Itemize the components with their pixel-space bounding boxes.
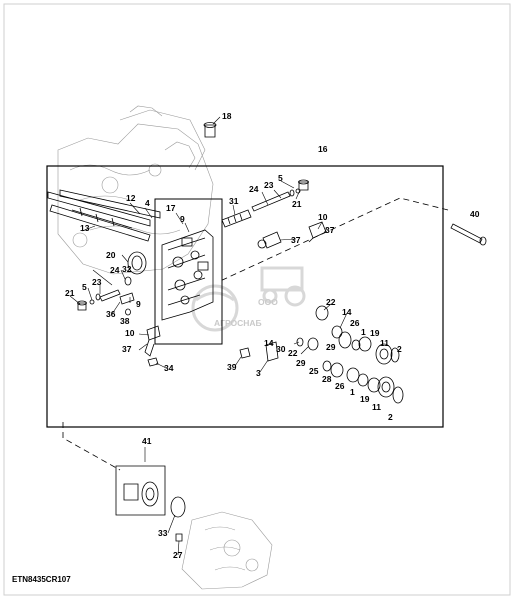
callout-2a: 2 bbox=[397, 344, 402, 354]
rod-24 bbox=[251, 191, 291, 212]
solenoid-37a bbox=[257, 231, 282, 249]
plug-21b bbox=[77, 300, 87, 311]
callout-10a: 10 bbox=[318, 212, 328, 222]
callout-23a: 23 bbox=[264, 180, 274, 190]
dash-41 bbox=[62, 422, 121, 471]
callout-20: 20 bbox=[106, 250, 116, 260]
callout-21a: 21 bbox=[292, 199, 302, 209]
pin-3 bbox=[265, 341, 279, 362]
connector-34 bbox=[147, 357, 159, 367]
transmission-housing bbox=[57, 105, 214, 275]
callout-16: 16 bbox=[318, 144, 328, 154]
callout-37b: 37 bbox=[291, 235, 301, 245]
valve-body bbox=[161, 229, 214, 321]
callout-24b: 24 bbox=[110, 265, 120, 275]
callout-26b: 26 bbox=[335, 381, 345, 391]
seal-5a bbox=[295, 188, 301, 194]
ring-38 bbox=[125, 308, 131, 316]
shaft-12 bbox=[47, 189, 161, 227]
callout-14b: 14 bbox=[264, 338, 274, 348]
ring-23b bbox=[95, 293, 101, 301]
cartridge-31 bbox=[221, 209, 252, 228]
plug-21a bbox=[298, 179, 309, 191]
callout-1b: 1 bbox=[350, 387, 355, 397]
callout-28: 28 bbox=[322, 374, 332, 384]
callout-40: 40 bbox=[470, 209, 480, 219]
callout-21b: 21 bbox=[65, 288, 75, 298]
solenoid-10a bbox=[308, 221, 327, 243]
pump-41 bbox=[115, 465, 166, 516]
assembly-box bbox=[46, 165, 444, 428]
callout-37a: 37 bbox=[325, 225, 335, 235]
callout-19b: 19 bbox=[360, 394, 370, 404]
dash-40 bbox=[217, 197, 449, 283]
callout-13: 13 bbox=[80, 223, 90, 233]
callout-27: 27 bbox=[173, 550, 183, 560]
callout-29a: 29 bbox=[296, 358, 306, 368]
callout-17: 17 bbox=[166, 203, 176, 213]
callout-12: 12 bbox=[126, 193, 136, 203]
callout-37c: 37 bbox=[122, 344, 132, 354]
callout-31: 31 bbox=[229, 196, 239, 206]
solenoid-10b bbox=[144, 325, 161, 357]
callout-4: 4 bbox=[145, 198, 150, 208]
ring-20 bbox=[127, 251, 147, 275]
callout-14a: 14 bbox=[342, 307, 352, 317]
callout-32: 32 bbox=[122, 264, 132, 274]
gear-stack bbox=[296, 305, 404, 404]
plug-39 bbox=[239, 347, 251, 359]
callout-26a: 26 bbox=[350, 318, 360, 328]
callout-36: 36 bbox=[106, 309, 116, 319]
callout-33: 33 bbox=[158, 528, 168, 538]
shaft-13 bbox=[49, 204, 151, 242]
callout-22b: 22 bbox=[288, 348, 298, 358]
bolt-40 bbox=[450, 223, 487, 246]
callout-22a: 22 bbox=[326, 297, 336, 307]
callout-18: 18 bbox=[222, 111, 232, 121]
plug-18 bbox=[203, 122, 217, 138]
callout-5a: 5 bbox=[278, 173, 283, 183]
fitting-36 bbox=[119, 292, 135, 305]
callout-24a: 24 bbox=[249, 184, 259, 194]
watermark-prefix: ООО bbox=[258, 297, 278, 307]
watermark-brand: АГРОСНАБ bbox=[214, 318, 262, 328]
rod-24b bbox=[99, 289, 121, 302]
callout-25: 25 bbox=[309, 366, 319, 376]
ring-33 bbox=[170, 496, 186, 518]
page-border bbox=[3, 3, 511, 596]
callout-29b: 29 bbox=[326, 342, 336, 352]
ring-23a bbox=[289, 189, 295, 197]
callout-9b: 9 bbox=[136, 299, 141, 309]
callout-2b: 2 bbox=[388, 412, 393, 422]
callout-9a: 9 bbox=[180, 214, 185, 224]
lower-housing bbox=[181, 511, 273, 590]
callout-38: 38 bbox=[120, 316, 130, 326]
valve-body-box bbox=[154, 198, 223, 345]
callout-11b: 11 bbox=[372, 402, 381, 412]
callout-19a: 19 bbox=[370, 328, 380, 338]
watermark-logo: ООО АГРОСНАБ bbox=[191, 266, 306, 332]
seal-5b bbox=[89, 299, 95, 305]
plug-27 bbox=[175, 533, 183, 542]
callout-34: 34 bbox=[164, 363, 174, 373]
callout-30: 30 bbox=[276, 344, 286, 354]
callout-11a: 11 bbox=[380, 338, 389, 348]
callout-39: 39 bbox=[227, 362, 237, 372]
callout-3: 3 bbox=[256, 368, 261, 378]
callout-23b: 23 bbox=[92, 277, 102, 287]
callout-1a: 1 bbox=[361, 327, 366, 337]
figure-code: ETN8435CR107 bbox=[12, 575, 71, 584]
callout-41: 41 bbox=[142, 436, 152, 446]
callout-10b: 10 bbox=[125, 328, 135, 338]
callout-5b: 5 bbox=[82, 282, 87, 292]
ring-32 bbox=[124, 276, 132, 286]
